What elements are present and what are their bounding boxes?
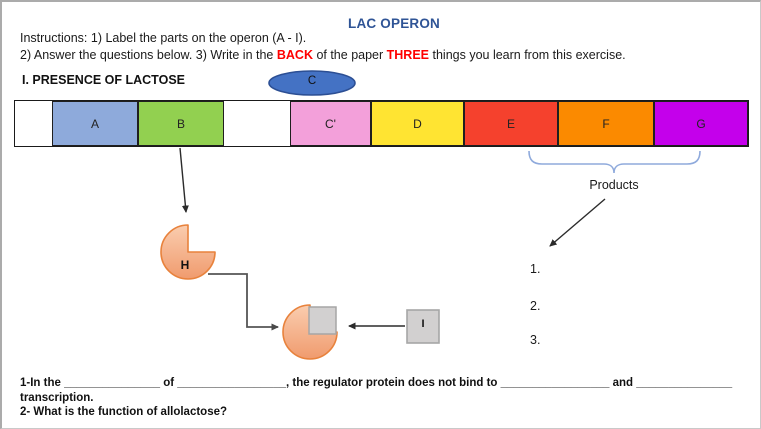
instructions-back-emphasis: BACK xyxy=(276,48,313,62)
operon-segment-f: F xyxy=(558,101,654,146)
allolactose-square xyxy=(406,309,440,344)
operon-segment-blank-0 xyxy=(15,101,52,146)
operon-segment-a: A xyxy=(52,101,138,146)
segment-label: G xyxy=(696,116,706,131)
segment-label: A xyxy=(90,116,99,131)
question-1-line1: 1-In the _______________ of ____________… xyxy=(20,377,733,389)
products-list-item-1: 1. xyxy=(530,262,541,276)
products-list-item-2: 2. xyxy=(530,299,541,313)
instructions-line2-mid: of the paper xyxy=(312,48,387,62)
segment-label: F xyxy=(602,116,610,131)
products-brace xyxy=(528,150,701,174)
segment-label: D xyxy=(413,116,422,131)
instructions-line1: Instructions: 1) Label the parts on the … xyxy=(20,31,307,45)
instructions-line2-post: things you learn from this exercise. xyxy=(429,48,626,62)
regulator-protein-shape xyxy=(160,224,216,280)
regulator-label: H xyxy=(180,258,190,272)
arrow-b-to-regulator xyxy=(179,147,189,213)
operon-segment-blank-3 xyxy=(224,101,290,146)
promoter-label: C xyxy=(307,75,317,87)
products-list-item-3: 3. xyxy=(530,333,541,347)
operon-segment-c-prime: C' xyxy=(290,101,371,146)
complex-allolactose-square xyxy=(308,306,337,335)
segment-label: B xyxy=(176,116,185,131)
question-1-line2: transcription. xyxy=(20,392,94,404)
segment-label: C' xyxy=(325,116,336,131)
instructions-line2-pre: 2) Answer the questions below. 3) Write … xyxy=(20,48,277,62)
operon-segment-e: E xyxy=(464,101,558,146)
allolactose-label: I xyxy=(421,318,425,330)
instructions-line2: 2) Answer the questions below. 3) Write … xyxy=(20,48,626,62)
promoter-ellipse xyxy=(268,70,356,96)
segment-label: E xyxy=(506,116,515,131)
operon-segment-g: G xyxy=(654,101,748,146)
operon-bar: A B C' D E F G xyxy=(14,100,749,147)
page-title: LAC OPERON xyxy=(348,16,441,31)
section-heading: I. PRESENCE OF LACTOSE xyxy=(22,73,185,87)
arrow-products-to-list xyxy=(549,198,606,247)
products-label: Products xyxy=(589,178,639,192)
connector-regulator-to-complex xyxy=(208,273,279,331)
operon-segment-d: D xyxy=(371,101,464,146)
instructions-three-emphasis: THREE xyxy=(386,48,430,62)
question-2: 2- What is the function of allolactose? xyxy=(20,406,228,418)
operon-segment-b: B xyxy=(138,101,224,146)
